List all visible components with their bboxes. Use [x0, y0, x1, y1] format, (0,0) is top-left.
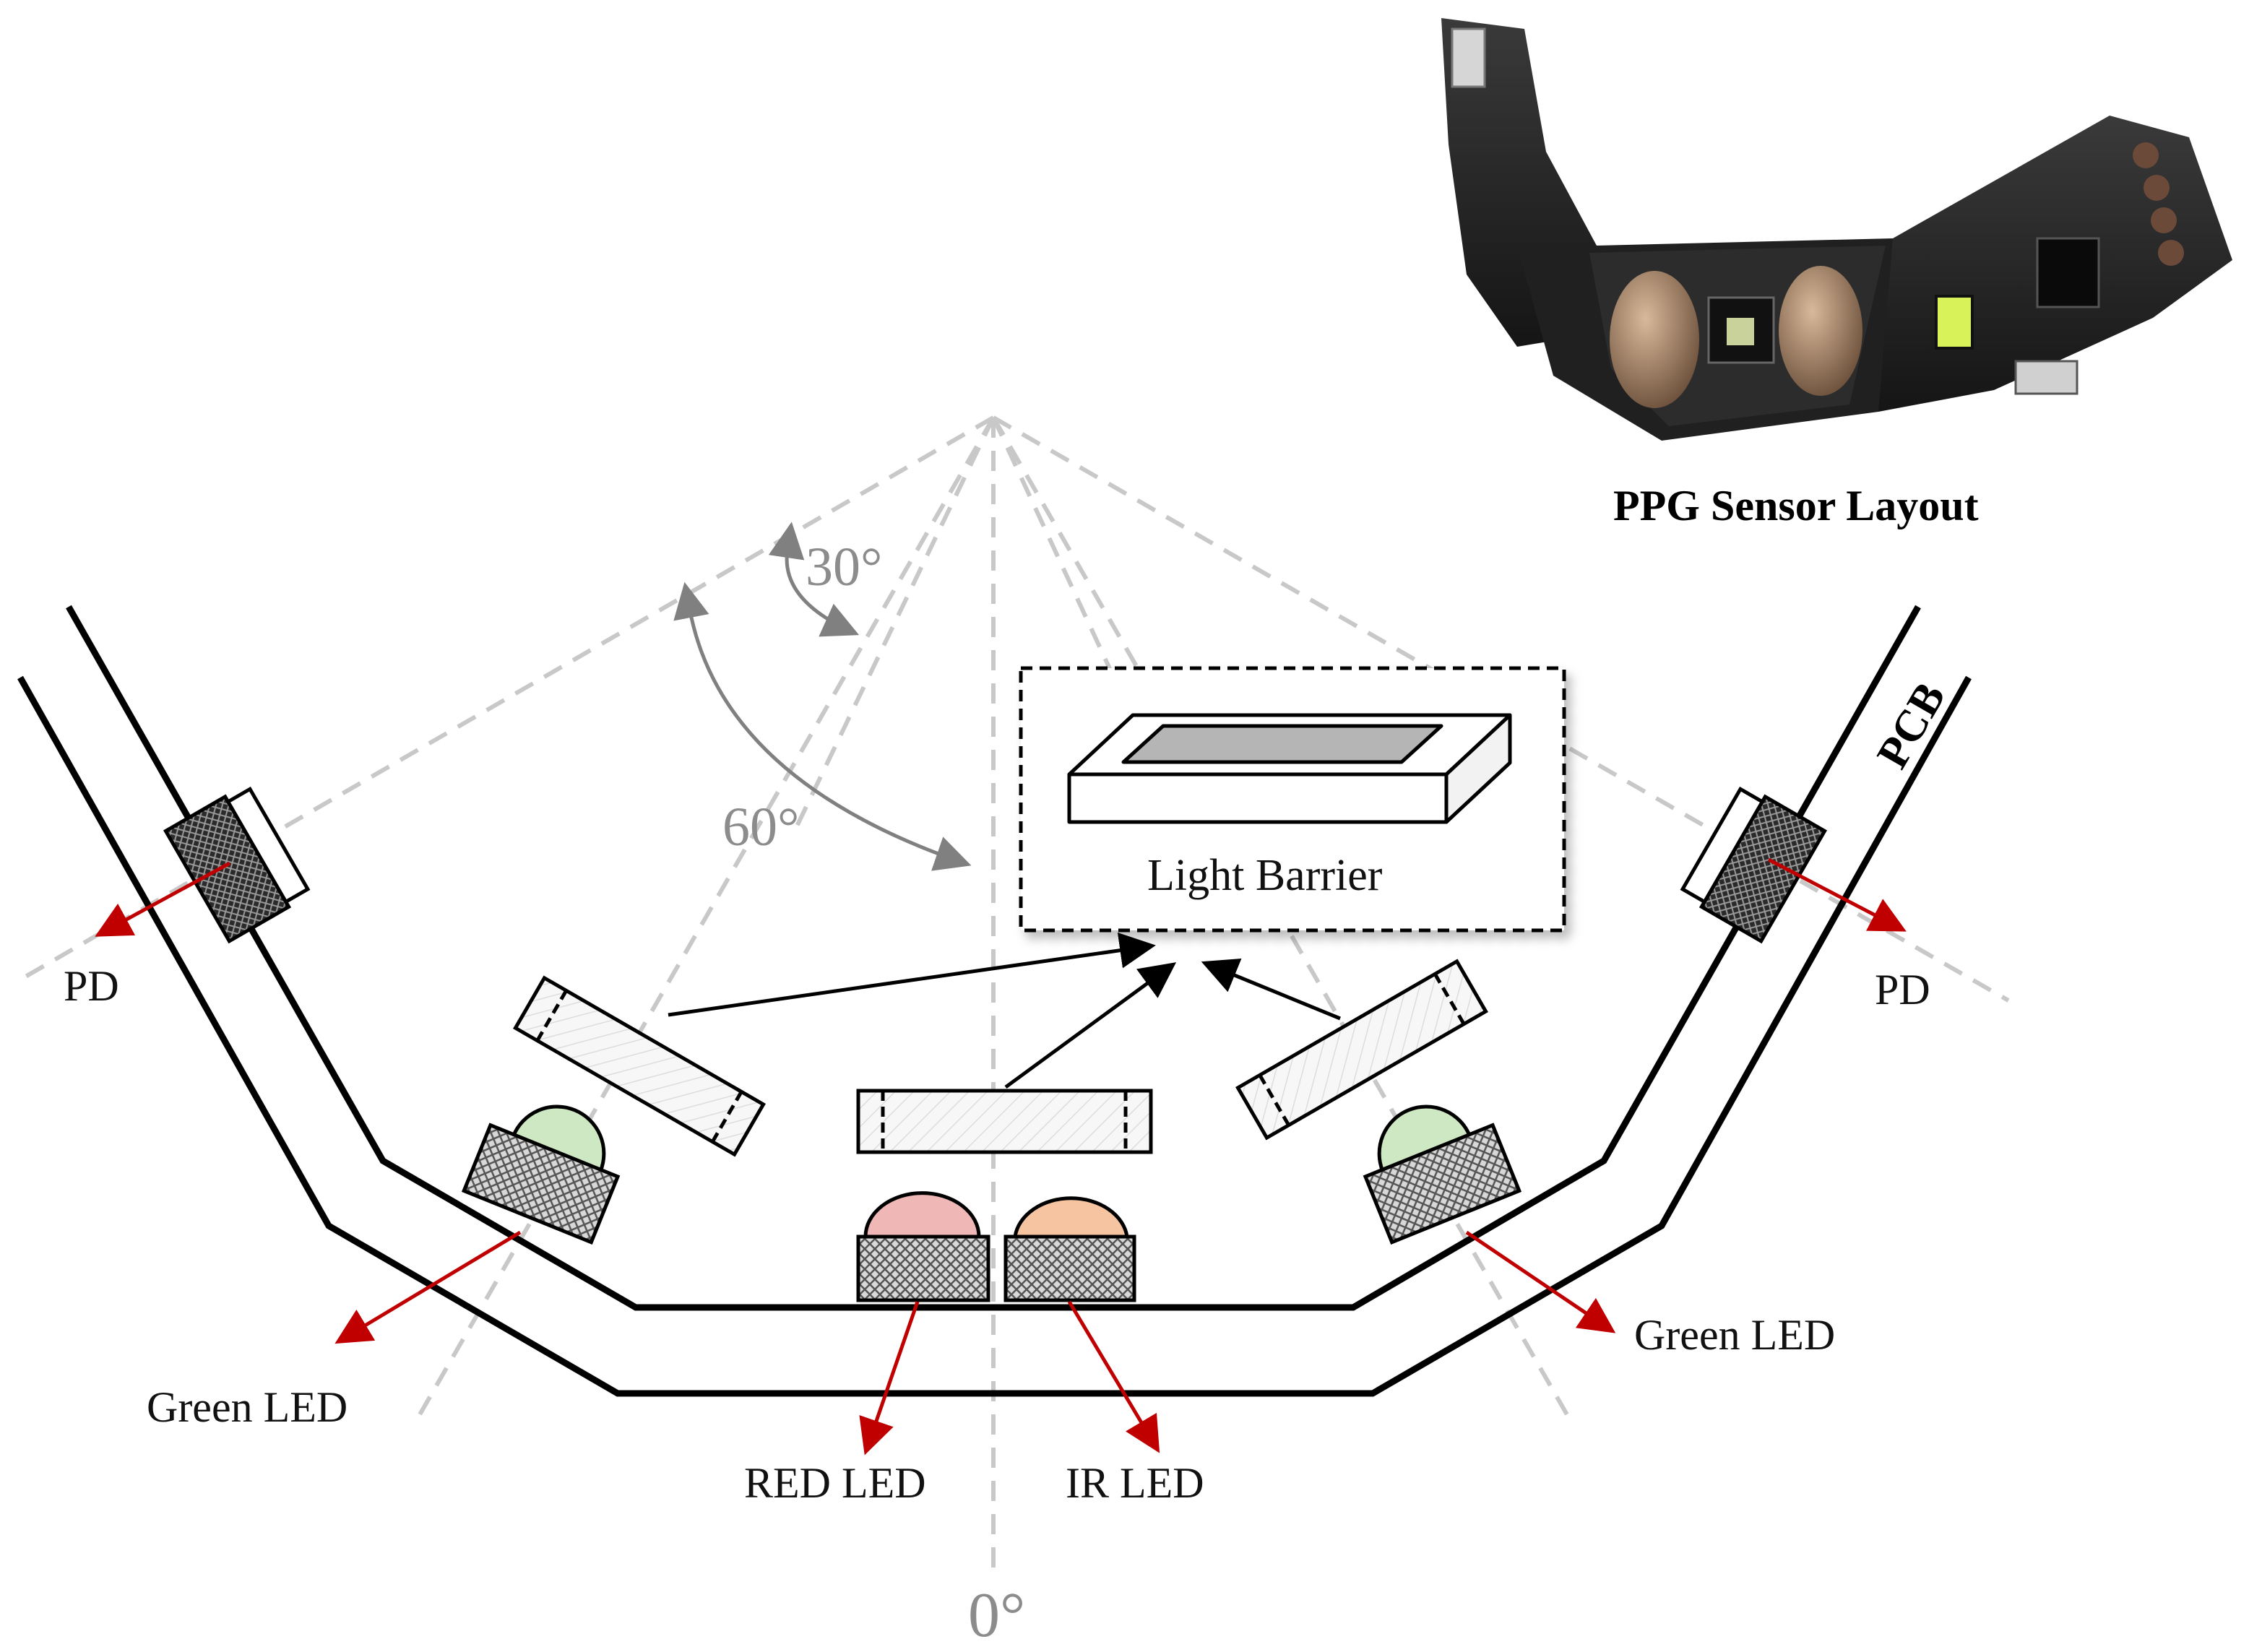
pad-1: [2133, 142, 2159, 168]
label-green-led-left: Green LED: [147, 1383, 348, 1431]
arrow-ir-led: [1067, 1300, 1160, 1453]
arrow-red-led: [859, 1301, 920, 1456]
arc-60deg: [673, 581, 972, 871]
pcb-inner-line: [66, 605, 1921, 1311]
green-led-left-body: [461, 1123, 621, 1245]
green-led-left-dome: [511, 1104, 606, 1174]
light-barrier-callout: Light Barrier: [1019, 666, 1566, 933]
arrow-pd-left: [95, 861, 231, 937]
center-chip-window: [1727, 318, 1754, 345]
label-ir-led: IR LED: [1066, 1459, 1204, 1507]
sensor-pod-left: [1610, 271, 1699, 408]
callout-arrows: [95, 857, 1907, 1456]
green-led-right: [1363, 1104, 1522, 1245]
label-green-led-right: Green LED: [1634, 1311, 1835, 1359]
guide-left-60deg: [20, 415, 995, 981]
arrow-center-segment: [1004, 962, 1177, 1089]
ir-led-body: [1003, 1234, 1136, 1302]
pcb-board: [17, 605, 1972, 1397]
arrow-right-segment: [1201, 959, 1341, 1021]
photo-caption: PPG Sensor Layout: [1613, 482, 1979, 529]
arrow-green-right: [1465, 1230, 1616, 1333]
sensor-pod-right: [1779, 266, 1862, 396]
arrow-green-left: [334, 1230, 522, 1344]
ir-led: [1003, 1196, 1136, 1302]
ir-led-dome: [1013, 1196, 1129, 1239]
label-pd-right: PD: [1875, 966, 1930, 1013]
green-led-left: [461, 1104, 621, 1245]
pd-left-body: [163, 794, 292, 944]
green-led-right-body: [1363, 1123, 1522, 1245]
guide-apex-left: [793, 416, 996, 832]
photodiode-right: [1680, 786, 1828, 944]
ppg-sensor-photo: [1441, 18, 2232, 441]
pd-chip: [2036, 237, 2100, 308]
red-led-dome: [863, 1191, 981, 1239]
barrier-segment-right: [1235, 959, 1488, 1141]
angle-label-30: 30°: [806, 537, 882, 597]
label-red-led: RED LED: [744, 1459, 926, 1507]
pad-2: [2144, 175, 2170, 201]
pcb-outer-line: [17, 675, 1972, 1397]
top-connector: [1451, 27, 1486, 88]
angle-arrows: [673, 522, 972, 871]
arrow-pd-right: [1767, 857, 1907, 932]
red-led: [856, 1191, 990, 1302]
label-pd-left: PD: [64, 962, 119, 1010]
pad-4: [2158, 240, 2184, 266]
barrier-arrows: [668, 932, 1341, 1089]
pd-right-body: [1698, 794, 1828, 944]
barrier-segment-left: [513, 975, 766, 1157]
barrier-3d-icon: [1067, 713, 1512, 824]
green-led-right-dome: [1377, 1104, 1472, 1174]
arrow-left-segment: [668, 932, 1156, 1017]
red-led-body: [856, 1234, 990, 1302]
connector: [2014, 360, 2079, 395]
angle-label-60: 60°: [722, 797, 799, 857]
light-barrier-label: Light Barrier: [1147, 851, 1383, 900]
angle-label-0: 0°: [968, 1580, 1025, 1651]
photodiode-left: [163, 786, 311, 944]
pad-3: [2151, 207, 2177, 233]
barrier-segment-center: [856, 1089, 1153, 1154]
guide-left-30deg: [417, 416, 996, 1417]
green-led-chip: [1935, 295, 1974, 350]
